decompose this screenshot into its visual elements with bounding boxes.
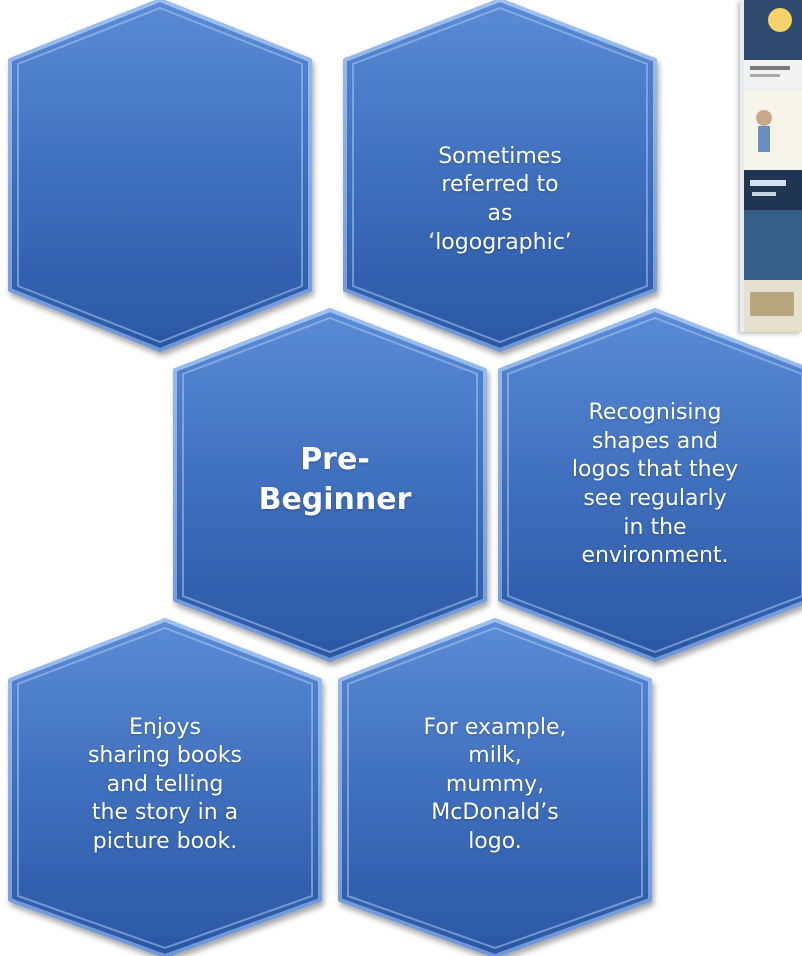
hex-text-logographic: Sometimes referred to as ‘logographic’ <box>375 95 625 305</box>
hexagon-pre-beginner <box>173 308 487 662</box>
hexagon-recognising-bevel <box>507 316 802 654</box>
hex-text-recognising: Recognising shapes and logos that they s… <box>535 355 775 615</box>
line: referred to <box>441 172 559 198</box>
line: environment. <box>581 543 729 569</box>
hexagon-enjoys <box>8 618 322 956</box>
line: mummy, <box>445 771 545 797</box>
hexagon-recognising <box>498 308 802 662</box>
hexagon-blank <box>8 0 312 352</box>
hex-title-pre-beginner: Pre- Beginner <box>200 370 470 590</box>
hexagon-pre-beginner-bevel <box>182 316 478 654</box>
title-line: Pre- <box>300 441 370 477</box>
hexagon-example <box>338 618 652 956</box>
line: logo. <box>468 828 522 854</box>
line: logos that they <box>571 457 739 483</box>
book-covers-photo <box>740 0 802 332</box>
line: shapes and <box>591 428 719 454</box>
hexagon-enjoys-bevel <box>17 626 313 950</box>
line: picture book. <box>92 828 238 854</box>
title-line: Beginner <box>258 482 412 517</box>
line: milk, <box>468 743 522 769</box>
hex-text-enjoys: Enjoys sharing books and telling the sto… <box>40 665 290 905</box>
hexagon-blank-bevel <box>17 6 303 344</box>
line: sharing books <box>87 743 243 769</box>
line: Recognising <box>588 400 722 426</box>
line: Enjoys <box>129 714 201 740</box>
line: and telling <box>106 771 224 797</box>
hexagon-example-bevel <box>347 626 643 950</box>
hex-text-example: For example, milk, mummy, McDonald’s log… <box>370 665 620 905</box>
line: McDonald’s <box>431 800 559 826</box>
line: the story in a <box>91 800 239 826</box>
line: see regularly <box>583 486 727 511</box>
line: as <box>487 201 513 226</box>
line: Sometimes <box>438 143 562 169</box>
hexagon-logographic <box>343 0 657 352</box>
line: in the <box>623 514 687 540</box>
line: For example, <box>423 714 567 740</box>
line: ‘logographic’ <box>428 229 572 255</box>
hexagon-logographic-bevel <box>352 6 648 344</box>
